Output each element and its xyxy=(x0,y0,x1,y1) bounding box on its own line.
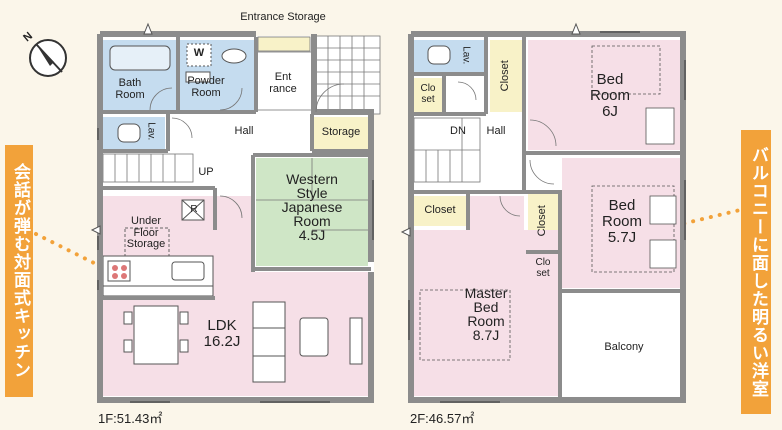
label-washer: W xyxy=(193,47,205,59)
label-lav-2f: Lav. xyxy=(460,46,472,65)
label-closet-2f-vertical-b: Closet xyxy=(536,205,549,237)
banner-left-text: 会話が弾む対面式キッチン xyxy=(10,163,30,379)
banner-right: バルコニーに面した明るい洋室 xyxy=(741,130,771,414)
floor-1-caption: 1F:51.43㎡ xyxy=(98,411,163,426)
label-closet-2f-vertical: Closet xyxy=(499,60,512,92)
compass-icon: N xyxy=(21,30,67,77)
label-hall-1f: Hall xyxy=(234,125,254,137)
label-up: UP xyxy=(198,166,214,178)
label-closet-2f: Closet xyxy=(424,204,456,216)
label-r-mark: R xyxy=(190,204,198,215)
label-hall-2f: Hall xyxy=(486,125,506,137)
label-storage: Storage xyxy=(321,126,361,138)
floor-2-caption: 2F:46.57㎡ xyxy=(410,411,475,426)
banner-left: 会話が弾む対面式キッチン xyxy=(5,145,33,397)
label-dn: DN xyxy=(450,125,466,137)
label-entrance-storage: Entrance Storage xyxy=(240,11,326,23)
label-balcony: Balcony xyxy=(604,341,644,353)
banner-right-text: バルコニーに面した明るい洋室 xyxy=(748,146,768,398)
